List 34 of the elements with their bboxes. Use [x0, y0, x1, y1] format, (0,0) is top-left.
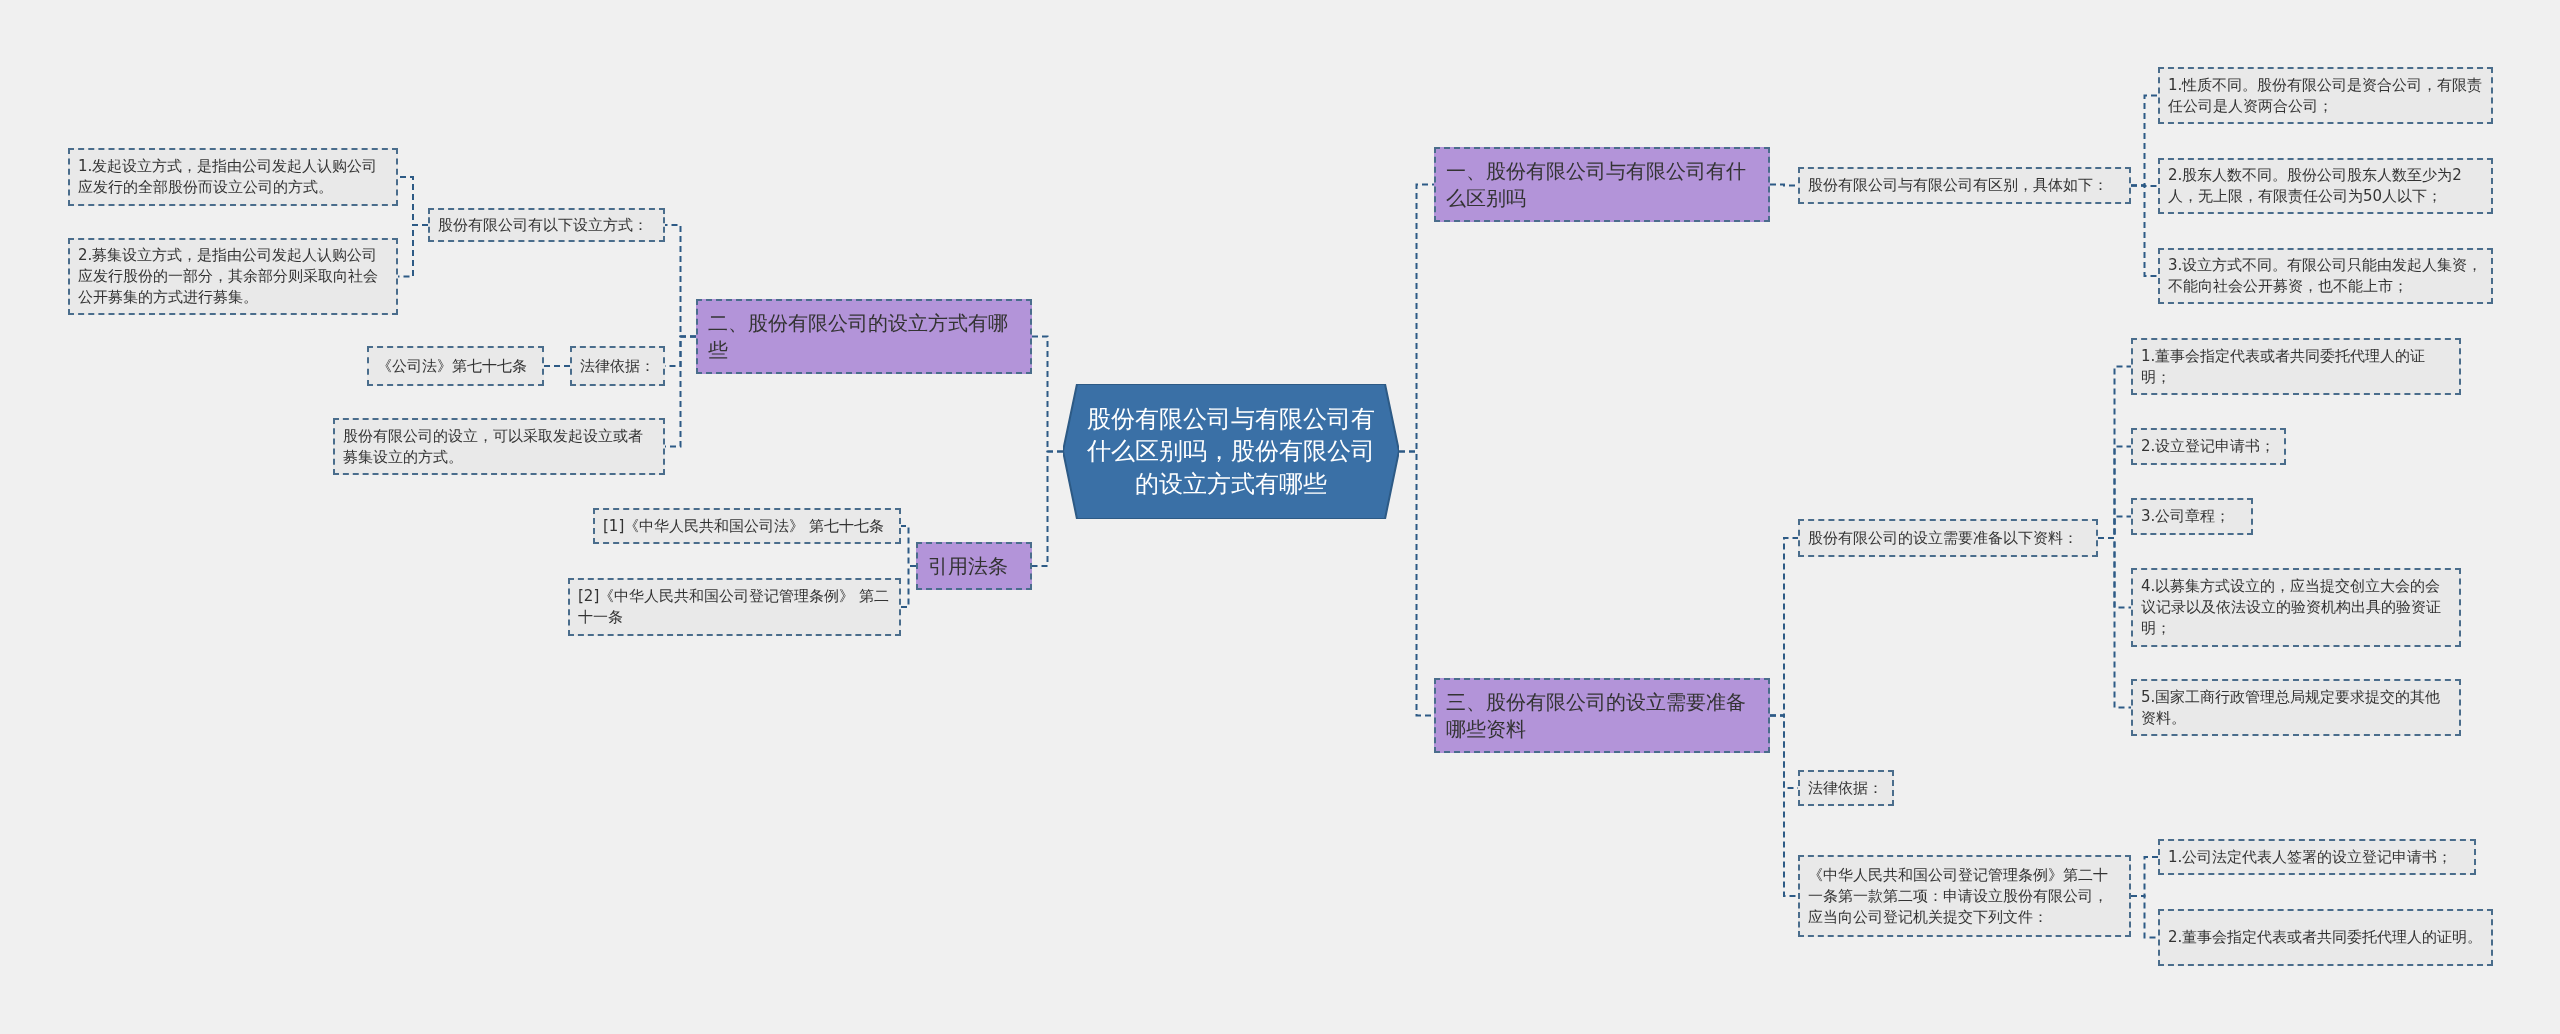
connector-line	[543, 365, 571, 367]
text-box: 1.性质不同。股份有限公司是资合公司，有限责任公司是人资两合公司；	[2158, 67, 2493, 124]
text-box: 5.国家工商行政管理总局规定要求提交的其他资料。	[2131, 679, 2461, 736]
text-box: 股份有限公司与有限公司有区别，具体如下：	[1798, 167, 2131, 204]
text-box: 法律依据：	[570, 346, 665, 386]
text-box: 股份有限公司的设立需要准备以下资料：	[1798, 519, 2098, 557]
text-box: [2]《中华人民共和国公司登记管理条例》 第二十一条	[568, 578, 901, 636]
text-box: [1]《中华人民共和国公司法》 第七十七条	[593, 508, 901, 544]
text-box: 《公司法》第七十七条	[367, 346, 544, 386]
connector-line	[2130, 895, 2159, 939]
topic-box: 二、股份有限公司的设立方式有哪些	[696, 299, 1032, 374]
connector-line	[900, 565, 917, 608]
topic-box: 三、股份有限公司的设立需要准备哪些资料	[1434, 678, 1770, 753]
text-box: 3.公司章程；	[2131, 498, 2253, 535]
connector-line	[2130, 184, 2159, 277]
connector-line	[1031, 450, 1064, 567]
text-box: 股份有限公司的设立，可以采取发起设立或者募集设立的方式。	[333, 418, 665, 475]
text-box: 2.董事会指定代表或者共同委托代理人的证明。	[2158, 909, 2493, 966]
topic-box: 引用法条	[916, 542, 1032, 590]
connector-line	[2097, 537, 2132, 709]
text-box: 《中华人民共和国公司登记管理条例》第二十一条第一款第二项：申请设立股份有限公司，应当向公司登记机关提交下列文件：	[1798, 855, 2131, 937]
text-box: 2.股东人数不同。股份公司股东人数至少为2人，无上限，有限责任公司为50人以下；	[2158, 158, 2493, 214]
central-topic: 股份有限公司与有限公司有什么区别吗，股份有限公司的设立方式有哪些	[1063, 384, 1399, 519]
connector-line	[1769, 714, 1799, 897]
text-box: 股份有限公司有以下设立方式：	[428, 208, 665, 242]
text-box: 4.以募集方式设立的，应当提交创立大会的会议记录以及依法设立的验资机构出具的验资证明；	[2131, 568, 2461, 647]
text-box: 2.设立登记申请书；	[2131, 428, 2286, 465]
topic-box: 一、股份有限公司与有限公司有什么区别吗	[1434, 147, 1770, 222]
text-box: 2.募集设立方式，是指由公司发起人认购公司应发行股份的一部分，其余部分则采取向社会公开募集的方式进行募集。	[68, 238, 398, 315]
text-box: 1.公司法定代表人签署的设立登记申请书；	[2158, 839, 2476, 875]
text-box: 1.董事会指定代表或者共同委托代理人的证明；	[2131, 338, 2461, 395]
text-box: 法律依据：	[1798, 770, 1894, 806]
text-box: 3.设立方式不同。有限公司只能由发起人集资，不能向社会公开募资，也不能上市；	[2158, 248, 2493, 304]
text-box: 1.发起设立方式，是指由公司发起人认购公司应发行的全部股份而设立公司的方式。	[68, 148, 398, 206]
